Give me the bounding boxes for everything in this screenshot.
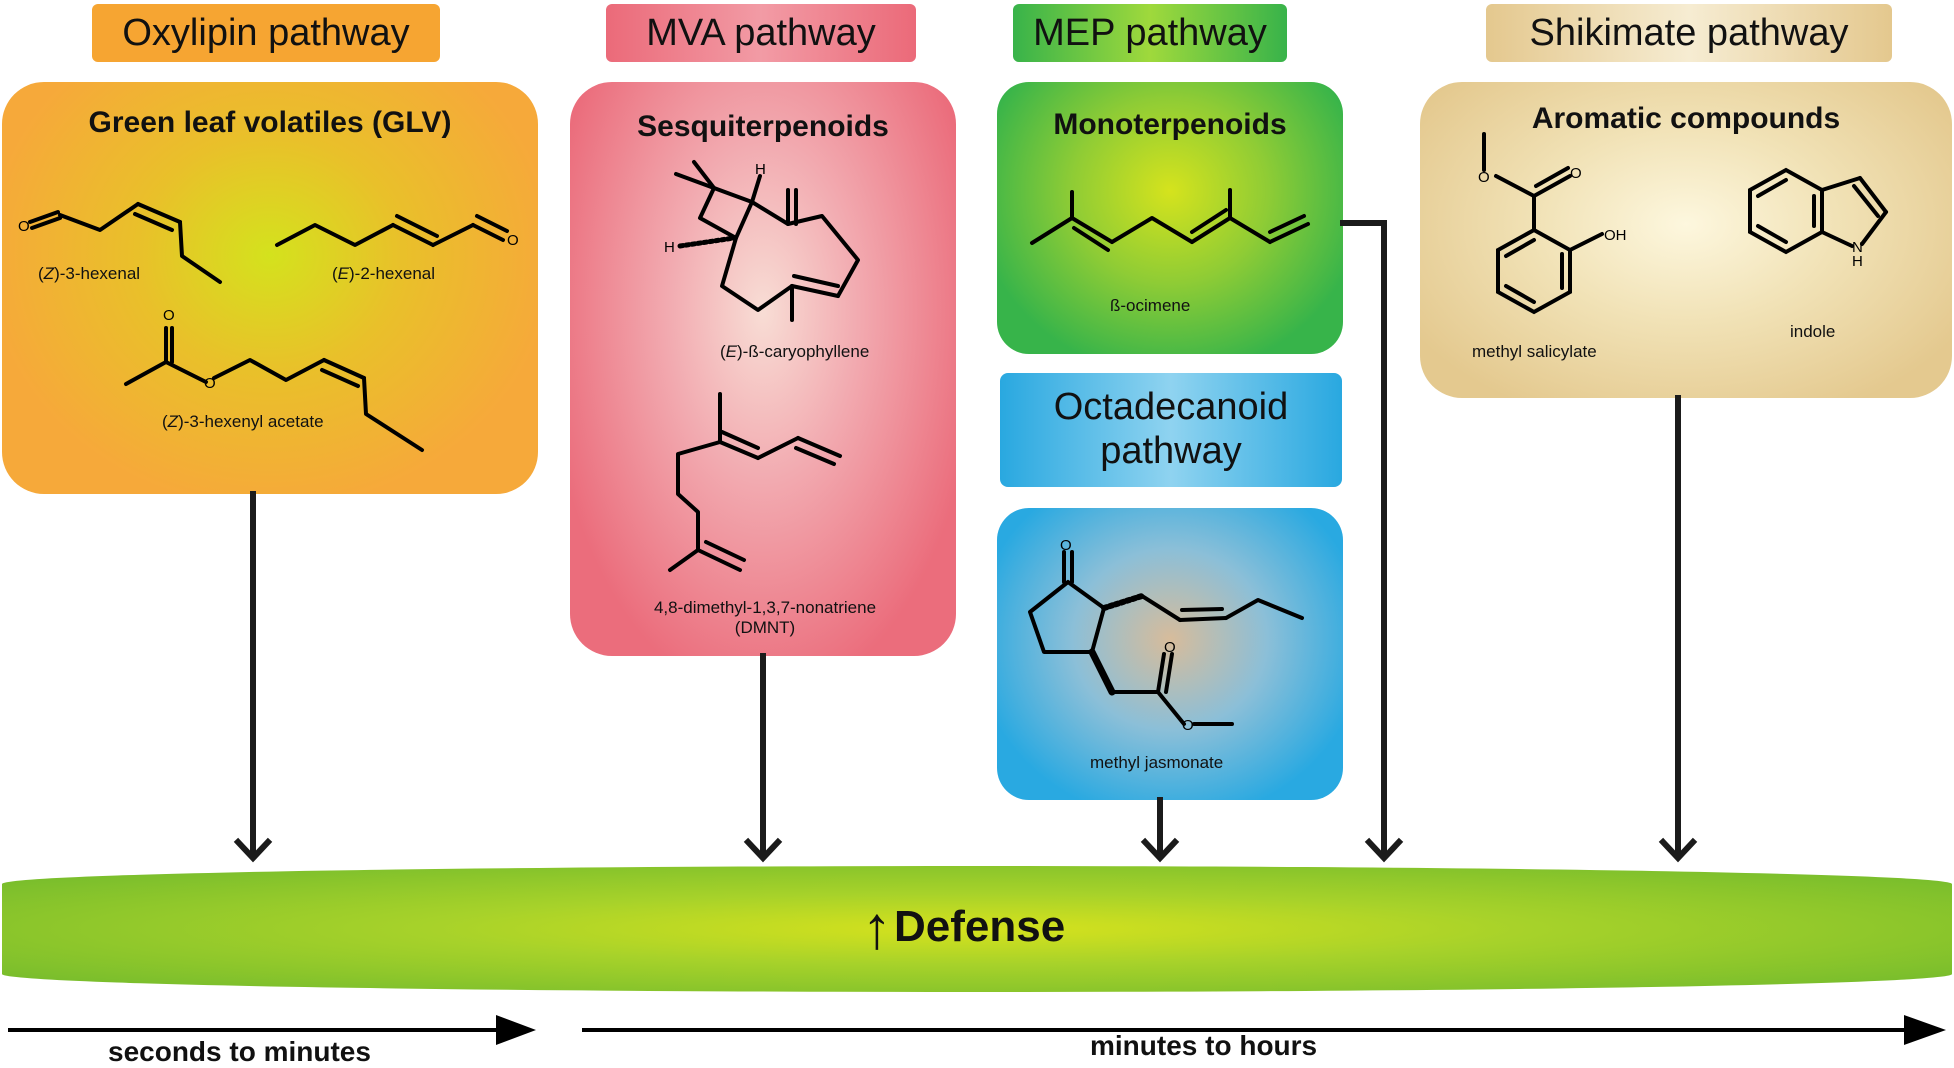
z3-hexenal-oxygen: O <box>18 218 30 235</box>
methyl-salicylate-structure: O O OH <box>1478 132 1627 315</box>
ocimene-structure <box>1030 188 1310 252</box>
indole-structure: N H <box>1748 167 1888 270</box>
methyl-jasmonate-label: methyl jasmonate <box>1090 753 1224 772</box>
octadecanoid-label-line2: pathway <box>1100 430 1242 472</box>
acetate-ester-oxygen: O <box>204 375 216 392</box>
e2-hexenal-oxygen: O <box>507 232 519 249</box>
glv-box: Green leaf volatiles (GLV) <box>2 82 538 494</box>
aromatic-compounds-title: Aromatic compounds <box>1531 102 1841 135</box>
sesquiterpenoids-title: Sesquiterpenoids <box>637 110 889 143</box>
indole-label: indole <box>1790 322 1836 341</box>
long-timeline-head <box>1904 1015 1946 1045</box>
glv-arrow-head <box>233 837 273 863</box>
ocimene-label: ß-ocimene <box>1110 296 1191 315</box>
defense-up-arrow: ↑ <box>862 893 892 961</box>
monoterpenoid-arrow-shaft <box>1340 220 1387 857</box>
caryophyllene-hydrogen-left: H <box>664 239 675 256</box>
long-timeline-label: minutes to hours <box>1090 1030 1318 1061</box>
short-timeline-label: seconds to minutes <box>108 1036 371 1067</box>
oxylipin-pathway-label: Oxylipin pathway <box>92 4 440 62</box>
e2-hexenal-label: (E)-2-hexenal <box>332 264 436 283</box>
z3-hexenyl-acetate-label: (Z)-3-hexenyl acetate <box>162 412 324 431</box>
shikimate-pathway-label: Shikimate pathway <box>1486 4 1892 62</box>
z3-hexenal-label: (Z)-3-hexenal <box>38 264 141 283</box>
octadecanoid-label-line1: Octadecanoid <box>1053 386 1289 428</box>
indole-hydrogen: H <box>1852 253 1863 270</box>
methyl-jasmonate-structure: O O O <box>1028 537 1304 734</box>
caryophyllene-label: (E)-ß-caryophyllene <box>720 342 870 361</box>
mva-pathway-label: MVA pathway <box>606 4 916 62</box>
z3-hexenyl-acetate-structure: O O <box>124 307 424 452</box>
octadecanoid-pathway-label: Octadecanoid pathway <box>1000 373 1342 487</box>
salicylate-carbonyl-oxygen: O <box>1570 165 1582 182</box>
jasmonate-ketone-oxygen: O <box>1060 537 1072 554</box>
dmnt-structure <box>668 392 842 572</box>
dmnt-label-line1: 4,8-dimethyl-1,3,7-nonatriene <box>653 598 877 617</box>
monoterpenoids-title: Monoterpenoids <box>1053 108 1287 141</box>
jasmonate-ester-oxygen: O <box>1182 717 1194 734</box>
defense-bar <box>2 866 1952 992</box>
caryophyllene-hydrogen-top: H <box>755 161 766 178</box>
short-timeline-head <box>496 1015 536 1045</box>
dmnt-label-line2: (DMNT) <box>734 618 796 637</box>
glv-title: Green leaf volatiles (GLV) <box>88 106 452 139</box>
e2-hexenal-structure: O <box>275 214 519 249</box>
indole-nitrogen: N <box>1852 239 1863 256</box>
jasmonate-arrow-head <box>1140 837 1180 863</box>
salicylate-hydroxyl: OH <box>1604 227 1627 244</box>
mva-arrow-head <box>743 837 783 863</box>
jasmonate-carbonyl-oxygen: O <box>1164 639 1176 656</box>
sesquiterpenoids-box: Sesquiterpenoids <box>570 82 956 656</box>
defense-label: ↑ Defense <box>862 892 1065 962</box>
mep-pathway-label: MEP pathway <box>1013 4 1287 62</box>
methyl-salicylate-label: methyl salicylate <box>1472 342 1597 361</box>
salicylate-ester-oxygen: O <box>1478 169 1490 186</box>
z3-hexenal-structure: O <box>18 202 222 284</box>
monoterpenoids-box: Monoterpenoids <box>997 82 1343 354</box>
defense-text: Defense <box>894 902 1066 951</box>
caryophyllene-structure: H H <box>664 160 860 322</box>
monoterpenoid-arrow-head <box>1364 837 1404 863</box>
aromatic-arrow-head <box>1658 837 1698 863</box>
acetate-carbonyl-oxygen: O <box>163 307 175 324</box>
